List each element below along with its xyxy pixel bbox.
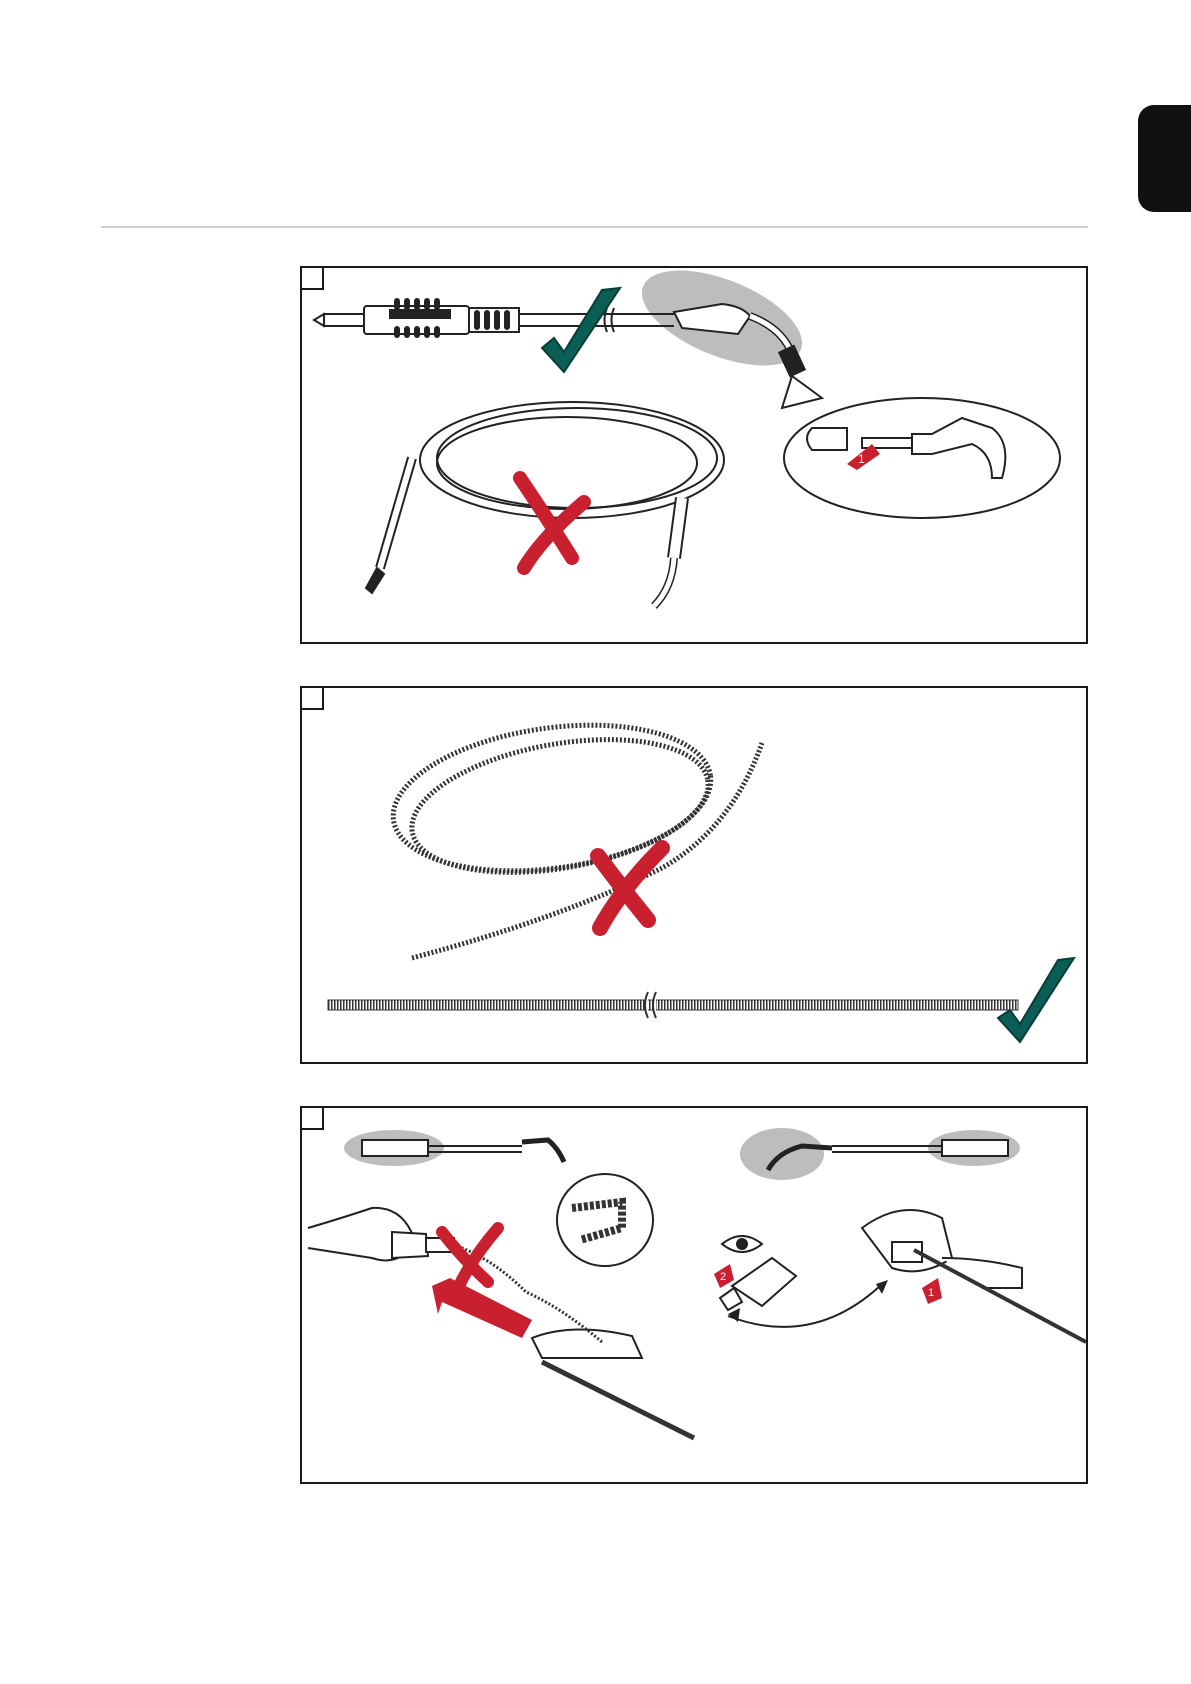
cross-icon [520, 478, 584, 568]
magnifier-callout-icon [782, 376, 1060, 518]
chapter-tab [1138, 105, 1191, 212]
coiled-liner-icon [384, 706, 762, 958]
eye-icon [722, 1236, 762, 1252]
step-panel-1: 1 [300, 266, 1088, 644]
header-rule [101, 226, 1088, 228]
arrow-1-label: 1 [858, 452, 865, 466]
step-panel-3: 2 1 [300, 1106, 1088, 1484]
torch-illustration: 1 [302, 268, 1086, 642]
arrow-icon [432, 1278, 532, 1338]
straight-liner-icon [328, 992, 1018, 1018]
torch-highlight-left-icon [344, 1130, 564, 1166]
arrow-2-label: 2 [720, 1271, 726, 1283]
step-panel-2 [300, 686, 1088, 1064]
arrow-1-label: 1 [928, 1287, 934, 1299]
check-icon [542, 288, 620, 372]
liner-illustration [302, 688, 1086, 1062]
torch-highlight-right-icon [740, 1128, 1020, 1180]
cross-icon [598, 848, 662, 928]
liner-insertion-illustration: 2 1 [302, 1108, 1086, 1482]
